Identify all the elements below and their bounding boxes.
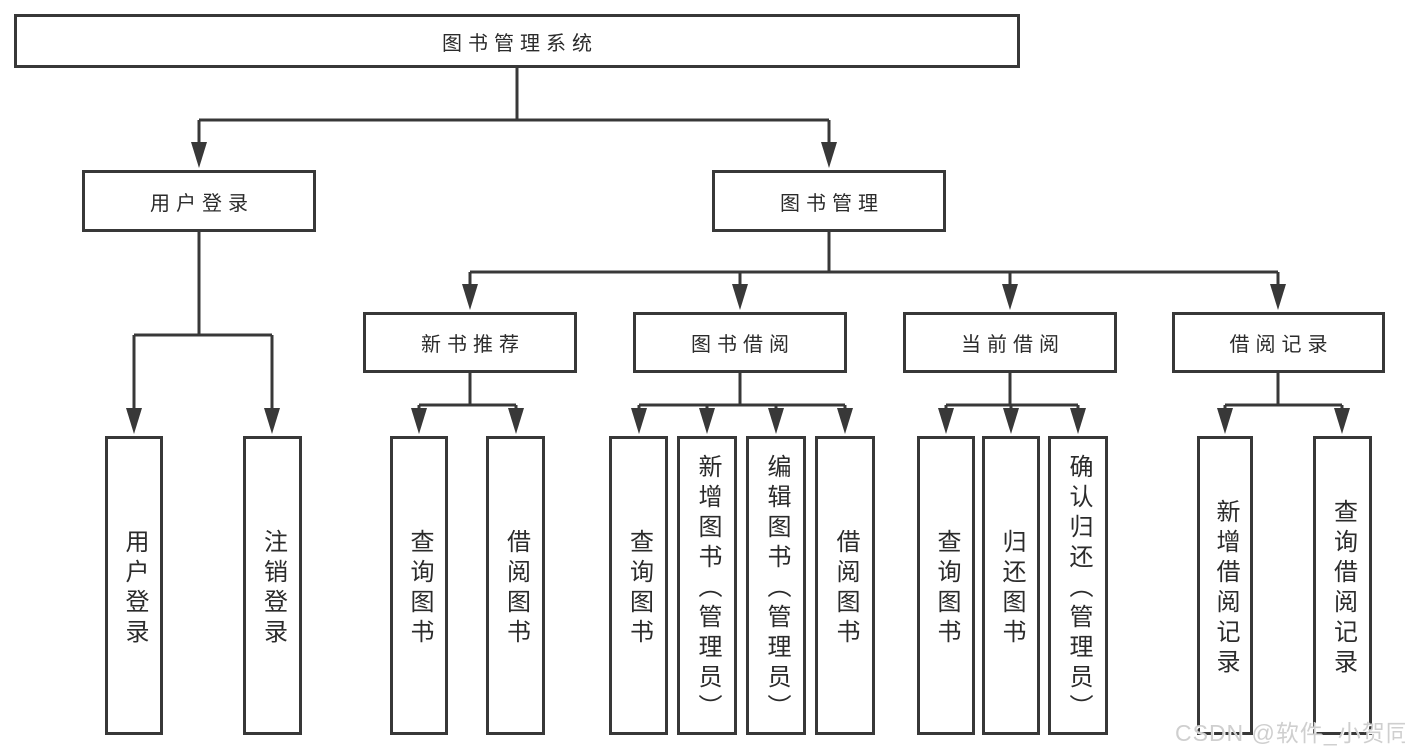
- connector-newbook-to-leaves: [417, 373, 518, 416]
- leaf-query-books-recommend: 查询图书: [390, 436, 448, 735]
- node-borrow-records: 借阅记录: [1172, 312, 1385, 373]
- csdn-watermark: CSDN @软件_小贺同学: [1175, 720, 1405, 746]
- connector-borrowrecords-to-leaves: [1223, 373, 1344, 416]
- leaf-query-books-borrow: 查询图书: [609, 436, 668, 735]
- leaf-query-borrow-record: 查询借阅记录: [1313, 436, 1372, 735]
- node-user-login: 用户登录: [82, 170, 316, 232]
- leaf-borrow-books-recommend: 借阅图书: [486, 436, 545, 735]
- leaf-return-books: 归还图书: [982, 436, 1040, 735]
- connector-root-to-level2: [197, 68, 831, 150]
- leaf-add-book-admin-label: 新增图书（管理员）: [694, 453, 721, 724]
- connector-bookmgmt-to-level3: [468, 232, 1280, 292]
- leaf-query-borrow-record-label: 查询借阅记录: [1329, 498, 1357, 679]
- leaf-borrow-books-recommend-label: 借阅图书: [502, 528, 530, 649]
- node-book-borrow-label: 图书借阅: [691, 334, 795, 356]
- node-current-borrow-label: 当前借阅: [961, 334, 1065, 356]
- leaf-return-books-label: 归还图书: [998, 528, 1025, 649]
- leaf-logout: 注销登录: [243, 436, 302, 735]
- leaf-borrow-books-borrow: 借阅图书: [815, 436, 875, 735]
- leaf-confirm-return-admin-label: 确认归还（管理员）: [1065, 453, 1092, 724]
- node-root: 图书管理系统: [14, 14, 1020, 68]
- leaf-query-books-current: 查询图书: [917, 436, 975, 735]
- arrowheads: [126, 142, 1350, 434]
- leaf-query-books-recommend-label: 查询图书: [406, 528, 433, 649]
- node-new-book-recommend-label: 新书推荐: [421, 334, 525, 356]
- leaf-add-borrow-record: 新增借阅记录: [1197, 436, 1253, 735]
- node-new-book-recommend: 新书推荐: [363, 312, 577, 373]
- leaf-confirm-return-admin: 确认归还（管理员）: [1048, 436, 1108, 735]
- node-book-borrow: 图书借阅: [633, 312, 847, 373]
- leaf-add-borrow-record-label: 新增借阅记录: [1212, 498, 1239, 679]
- connector-userlogin-to-leaves: [132, 232, 274, 416]
- leaf-add-book-admin: 新增图书（管理员）: [677, 436, 737, 735]
- leaf-user-login: 用户登录: [105, 436, 163, 735]
- leaf-user-login-label: 用户登录: [121, 528, 148, 649]
- node-book-management: 图书管理: [712, 170, 946, 232]
- node-root-label: 图书管理系统: [442, 32, 598, 55]
- node-borrow-records-label: 借阅记录: [1229, 334, 1334, 356]
- leaf-borrow-books-borrow-label: 借阅图书: [832, 528, 859, 649]
- leaf-logout-label: 注销登录: [259, 528, 287, 649]
- leaf-query-books-borrow-label: 查询图书: [625, 528, 653, 649]
- node-book-management-label: 图书管理: [780, 192, 884, 215]
- connector-bookborrow-to-leaves: [637, 373, 847, 416]
- node-current-borrow: 当前借阅: [903, 312, 1117, 373]
- leaf-edit-book-admin: 编辑图书（管理员）: [746, 436, 806, 735]
- leaf-edit-book-admin-label: 编辑图书（管理员）: [763, 453, 790, 724]
- leaf-query-books-current-label: 查询图书: [933, 528, 960, 649]
- node-user-login-label: 用户登录: [150, 192, 254, 215]
